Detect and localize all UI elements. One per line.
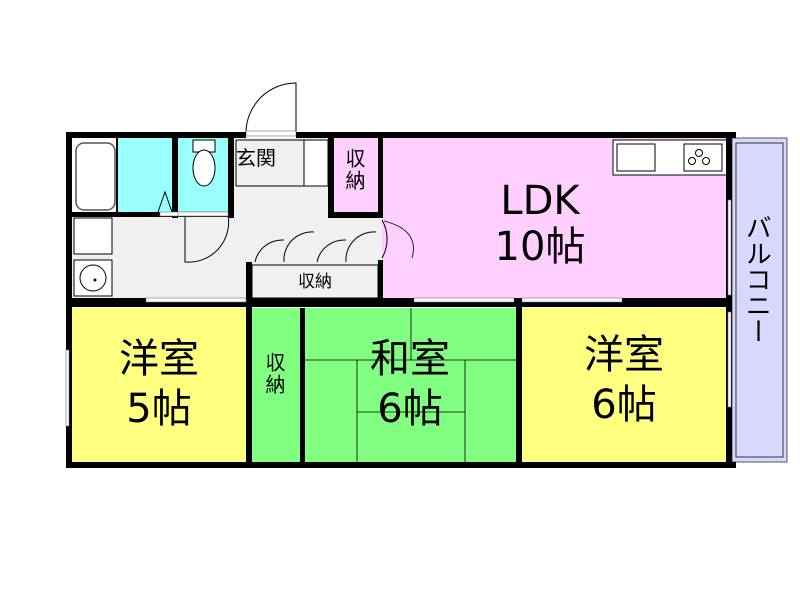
balcony-label: バルコニー: [741, 214, 772, 344]
western-6-name: 洋室: [584, 332, 664, 378]
walls: [66, 132, 736, 468]
kitchen-sink-icon: [616, 143, 656, 172]
storage-hall-label: 収納: [298, 272, 332, 292]
entrance-label: 玄関: [236, 146, 276, 170]
japanese-room-name: 和室: [370, 336, 450, 382]
storage-top-label: 収納: [342, 148, 366, 192]
closet: [252, 308, 302, 462]
japanese-room: [304, 308, 516, 462]
western-room-6: [522, 308, 726, 462]
washer-icon: [73, 217, 113, 255]
closet-label: 収納: [262, 352, 286, 396]
entrance-floor: [235, 139, 305, 187]
western-5-size: 5帖: [126, 386, 192, 432]
ldk-size: 10帖: [494, 224, 586, 270]
storage-top: [334, 138, 380, 212]
japanese-room-size: 6帖: [377, 386, 443, 432]
entrance-door-icon: [245, 82, 297, 134]
western-6-size: 6帖: [591, 382, 657, 428]
western-5-name: 洋室: [119, 336, 199, 382]
western-room-5: [72, 308, 246, 462]
stove-icon: [683, 143, 723, 172]
tatami-lines: [304, 308, 516, 462]
ldk-name: LDK: [500, 178, 580, 224]
balcony-area: [731, 137, 788, 463]
toilet-icon: [192, 149, 216, 187]
sink-icon: [79, 264, 107, 292]
shoe-cabinet: [303, 139, 329, 187]
bathtub-icon: [75, 142, 116, 211]
